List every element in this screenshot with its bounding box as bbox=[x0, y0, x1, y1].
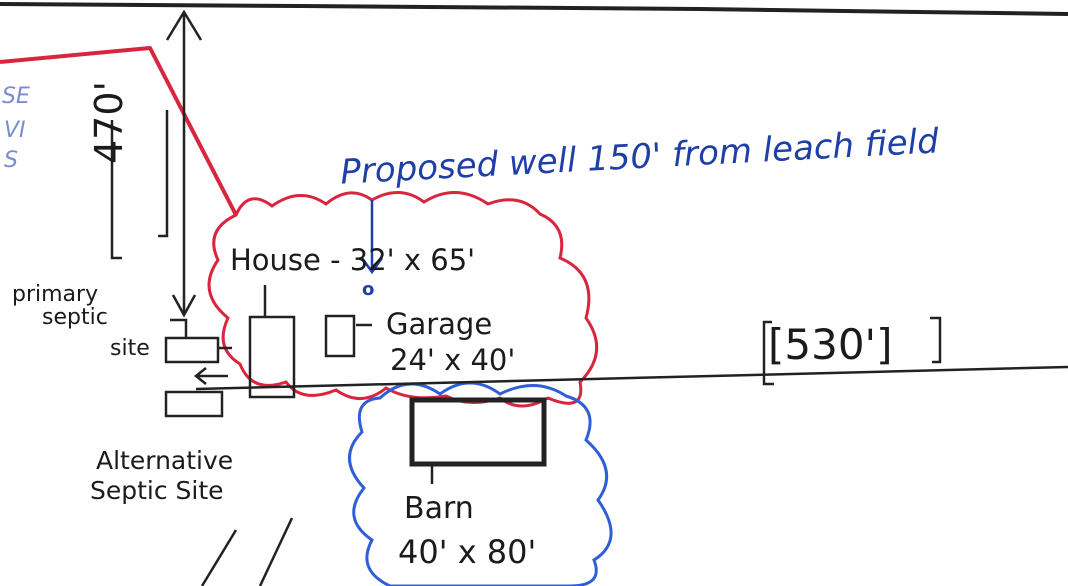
road-line bbox=[195, 365, 1068, 391]
dimension-470-label: 470' bbox=[87, 81, 131, 164]
barn-size-label: 40' x 80' bbox=[398, 533, 537, 571]
top-border-line bbox=[0, 2, 1068, 16]
alternative-septic-label-2: Septic Site bbox=[90, 476, 224, 505]
alternative-septic-label-1: Alternative bbox=[96, 446, 234, 475]
edge-fragment-2: VI bbox=[4, 118, 26, 143]
primary-septic-label-3: site bbox=[110, 336, 150, 361]
barn-cloud bbox=[348, 381, 613, 586]
primary-septic-bracket bbox=[170, 318, 188, 338]
property-line bbox=[0, 46, 238, 216]
house-garage-cloud bbox=[207, 191, 599, 408]
barn-label: Barn bbox=[404, 491, 474, 526]
bracket-530 bbox=[762, 316, 942, 386]
alternative-septic-box bbox=[164, 390, 224, 418]
garage-label: Garage bbox=[386, 307, 493, 341]
dimension-530-label: [530'] bbox=[768, 320, 893, 369]
access-strokes bbox=[200, 517, 294, 586]
well-arrow bbox=[360, 200, 384, 275]
barn-footprint bbox=[409, 397, 547, 467]
edge-fragment-1: SE bbox=[2, 84, 30, 109]
primary-septic-label-2: septic bbox=[42, 305, 108, 330]
arrowhead-top bbox=[165, 9, 203, 41]
well-marker: o bbox=[362, 279, 375, 300]
septic-arrow bbox=[193, 367, 228, 385]
primary-septic-box bbox=[164, 336, 232, 364]
garage-footprint bbox=[324, 314, 356, 358]
garage-size-label: 24' x 40' bbox=[390, 343, 516, 377]
edge-fragment-3: S bbox=[4, 148, 18, 173]
house-footprint bbox=[248, 315, 296, 399]
primary-septic-label-1: primary bbox=[12, 282, 99, 307]
arrowhead-bottom bbox=[171, 294, 197, 318]
bracket-470 bbox=[110, 110, 169, 260]
house-label: House - 32' x 65' bbox=[230, 243, 476, 277]
